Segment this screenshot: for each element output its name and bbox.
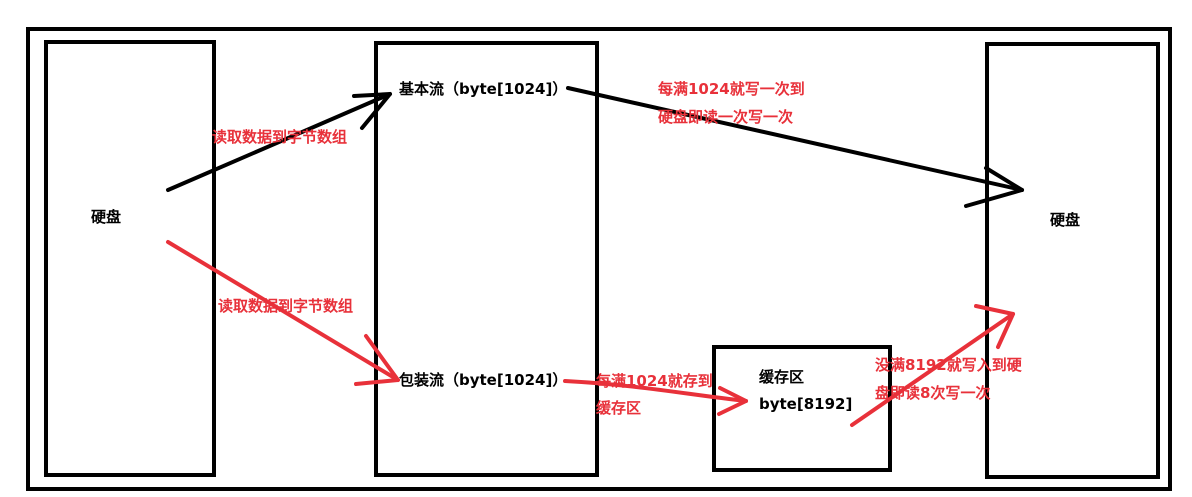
arrow-write-bottom [850,304,1015,427]
arrow-read-bottom [166,240,400,386]
annotation-read-top: 读取数据到字节数组 [212,128,348,146]
basic-stream-label: 基本流（byte[1024]） [399,80,568,98]
annotation-write-top-line2: 硬盘即读一次写一次 [658,108,794,126]
annotation-write-bottom-line2: 盘即读8次写一次 [875,384,991,402]
buffer-size: byte[8192] [759,395,853,413]
annotation-read-bottom: 读取数据到字节数组 [218,297,354,315]
streams-box [374,41,599,477]
annotation-store-line1: 每满1024就存到 [596,372,713,390]
wrapper-stream-label: 包装流（byte[1024]） [399,371,568,389]
disk-right-box [985,42,1160,479]
disk-left-box [44,40,216,477]
disk-left-label: 硬盘 [91,208,122,226]
arrow-write-top [566,86,1024,208]
annotation-store-line2: 缓存区 [596,399,642,417]
outer-frame [26,27,1172,491]
annotation-write-top-line1: 每满1024就写一次到 [658,80,805,98]
buffer-title: 缓存区 [759,368,805,386]
buffer-box [712,345,892,472]
arrow-read-top [166,92,392,192]
annotation-write-bottom-line1: 没满8192就写入到硬 [875,356,1022,374]
disk-right-label: 硬盘 [1050,211,1081,229]
arrow-store-buffer [563,379,748,416]
